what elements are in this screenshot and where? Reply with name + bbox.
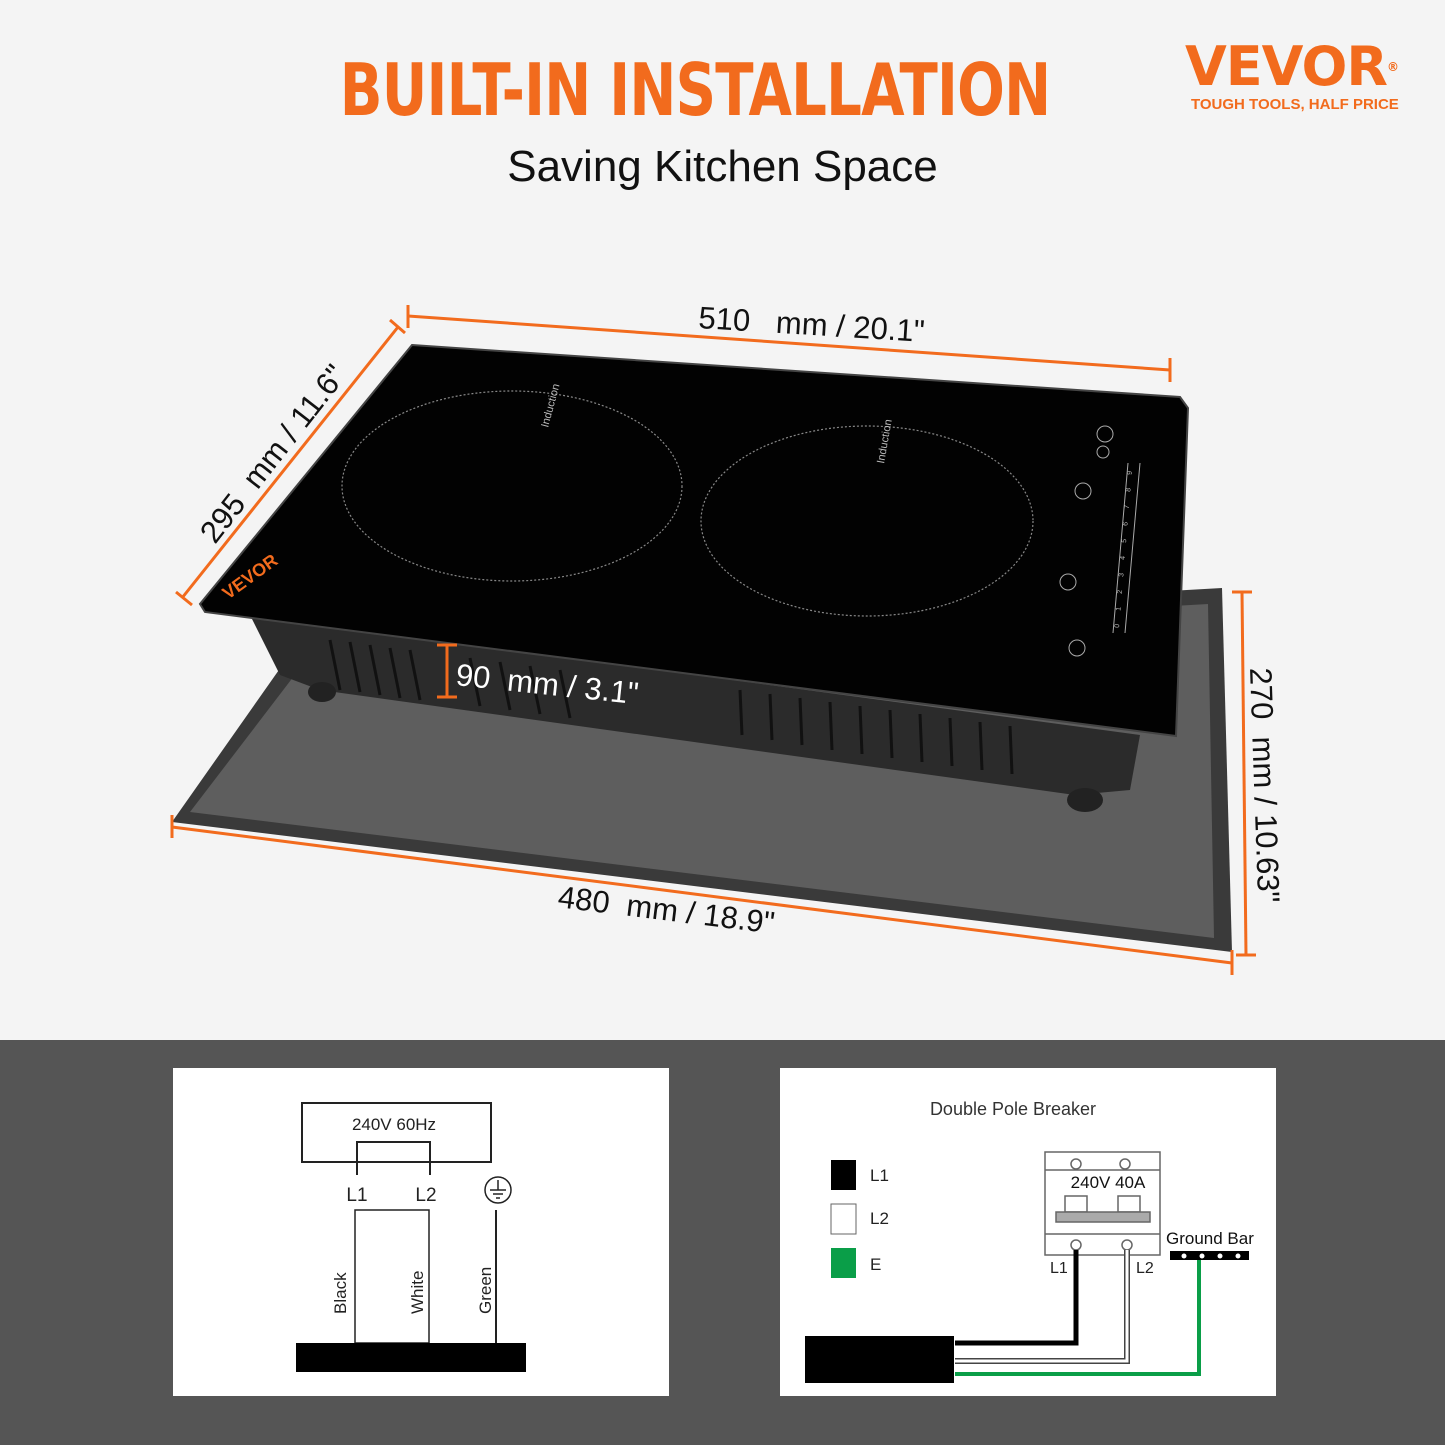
wire-green-label: Green: [476, 1267, 495, 1314]
power-level-label: 5: [1121, 539, 1128, 544]
lock-touch-icon: [1068, 639, 1086, 657]
ground-bar: [1170, 1251, 1249, 1260]
power-level-label: 3: [1118, 573, 1125, 578]
breaker-title: Double Pole Breaker: [930, 1099, 1096, 1119]
wire-black-label: Black: [331, 1272, 350, 1314]
cooktop-glass: [198, 343, 1190, 738]
power-level-label: 2: [1117, 590, 1124, 595]
legend-swatch-e: [831, 1248, 856, 1278]
cooktop-base: [250, 615, 1140, 795]
power-level-label: 1: [1115, 607, 1122, 612]
page-subtitle: Saving Kitchen Space: [507, 142, 938, 191]
power-level-slider: 0 1 2 3 4 5 6 7 8 9: [1114, 471, 1134, 629]
page-title: BUILT-IN INSTALLATION: [339, 48, 1051, 132]
cooktop-foot: [308, 682, 336, 702]
dim-width-top: 510 mm / 20.1": [698, 300, 926, 349]
power-level-label: 9: [1127, 471, 1134, 476]
burner-left: [341, 390, 683, 582]
breaker-terminal-l1: L1: [1050, 1260, 1068, 1277]
wiring-diagram-right: Double Pole Breaker L1 L2 E 240V 40A L1 …: [780, 1068, 1276, 1396]
cooktop-foot: [1067, 788, 1103, 812]
wire-white-label: White: [408, 1271, 427, 1314]
logo-tagline: TOUGH TOOLS, HALF PRICE: [1191, 96, 1399, 113]
dimension-lines: [170, 305, 1256, 975]
terminal-l2: L2: [415, 1185, 436, 1206]
power-level-label: 0: [1114, 624, 1121, 629]
power-level-label: 8: [1125, 488, 1132, 493]
breaker-rating: 240V 40A: [1071, 1173, 1146, 1192]
ground-symbol-icon: [484, 1176, 512, 1204]
breaker: [1044, 1151, 1161, 1256]
legend-e: E: [870, 1255, 881, 1274]
wire-ground: [955, 1260, 1201, 1376]
ground-bar-label: Ground Bar: [1166, 1229, 1254, 1248]
touch-controls: [1059, 425, 1141, 657]
vent-slots: [328, 639, 1014, 775]
cooktop-junction-box: [805, 1336, 954, 1383]
power-level-label: 4: [1120, 556, 1127, 561]
logo-brand: VEVOR: [1185, 35, 1388, 98]
power-level-label: 7: [1124, 505, 1131, 510]
vevor-logo: VEVOR® TOUGH TOOLS, HALF PRICE: [1185, 35, 1425, 114]
dim-cutout-depth: 270 mm / 10.63": [1243, 667, 1286, 903]
legend-l1: L1: [870, 1166, 889, 1185]
logo-registered: ®: [1387, 60, 1399, 74]
supply-label: 240V 60Hz: [352, 1115, 436, 1134]
breaker-terminal-l2: L2: [1136, 1260, 1154, 1277]
legend-l2: L2: [870, 1209, 889, 1228]
power-level-label: 6: [1122, 522, 1129, 527]
legend-swatch-l2: [830, 1203, 857, 1235]
burner-right: [700, 425, 1034, 617]
terminal-l1: L1: [346, 1185, 367, 1206]
legend-swatch-l1: [831, 1160, 856, 1190]
zone-select-left-icon: [1074, 482, 1092, 500]
wiring-diagram-left: 240V 60Hz L1 L2 Black White Green: [173, 1068, 669, 1396]
timer-touch-icon: [1096, 445, 1110, 459]
power-touch-icon: [1096, 425, 1114, 443]
zone-select-right-icon: [1059, 573, 1077, 591]
wire-l1: [955, 1250, 1079, 1346]
